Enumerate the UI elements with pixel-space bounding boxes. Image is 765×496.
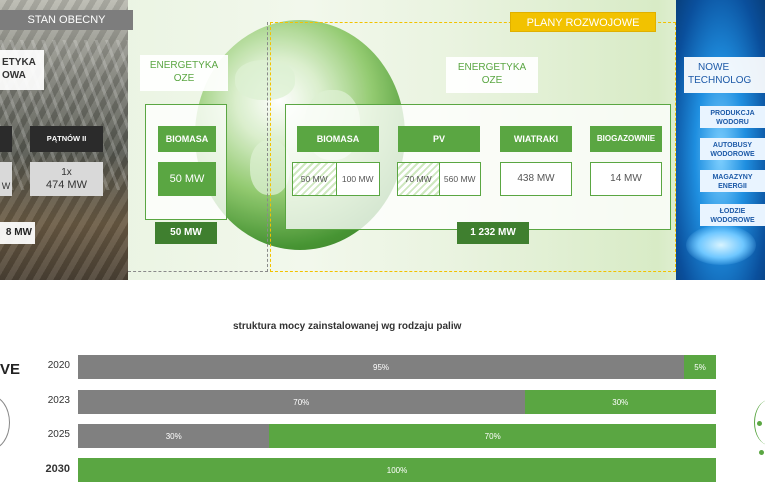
plan-biomasa-existing: 50 MW	[293, 163, 337, 195]
globe-land	[235, 60, 295, 100]
bar-segment: 5%	[684, 355, 716, 379]
year-label: 2030	[45, 463, 70, 475]
bar-segment-label: 95%	[373, 362, 390, 372]
conventional-total: 8 MW	[0, 222, 35, 244]
unit-value-patnow: 1x 474 MW	[30, 162, 103, 196]
left-edge-text: VE	[0, 361, 21, 378]
oze-plans-title-line1: ENERGETYKA	[457, 62, 527, 73]
plan-item-pv: PV	[398, 126, 480, 152]
oze-current-title: ENERGETYKA OZE	[140, 55, 228, 91]
unit-power: 474 MW	[46, 179, 87, 191]
new-tech-title: NOWE TECHNOLOG	[684, 57, 765, 93]
year-label: 2023	[47, 395, 70, 406]
development-plans-frame	[270, 22, 676, 272]
oze-current-title-line1: ENERGETYKA	[149, 60, 219, 71]
bar-segment-label: 100%	[386, 465, 408, 475]
oze-plans-title-line2: OZE	[481, 75, 503, 86]
right-ring-decoration	[754, 400, 765, 445]
stacked-bar: 95% 5%	[78, 355, 716, 379]
plan-biogazownie-value: 14 MW	[590, 162, 662, 196]
unit-value-1-power: W	[1, 181, 11, 191]
unit-header-1	[0, 126, 12, 152]
chart-title: struktura mocy zainstalowanej wg rodzaju…	[233, 321, 462, 332]
oze-plans-title: ENERGETYKA OZE	[446, 57, 538, 93]
new-tech-title-line2: TECHNOLOG	[688, 75, 752, 86]
plan-pv-new: 560 MW	[443, 174, 476, 184]
conventional-card-line1: ETYKA	[2, 57, 36, 68]
left-ring-decoration	[0, 395, 10, 450]
unit-value-1: W	[0, 162, 12, 196]
plan-pv-split: 70 MW 560 MW	[397, 162, 481, 196]
bar-segment-label: 70%	[293, 397, 310, 407]
stacked-bar: 30% 70%	[78, 424, 716, 448]
new-tech-title-line1: NOWE	[698, 62, 730, 73]
bar-segment: 95%	[78, 355, 685, 379]
oze-current-item: BIOMASA	[158, 126, 216, 152]
oze-current-title-line2: OZE	[173, 73, 195, 84]
oze-plans-total: 1 232 MW	[457, 222, 529, 244]
year-label: 2025	[47, 429, 70, 440]
oze-current-value: 50 MW	[158, 162, 216, 196]
bar-segment-label: 30%	[612, 397, 629, 407]
bar-segment: 30%	[78, 424, 270, 448]
new-tech-item: ŁODZIE WODOROWE	[700, 204, 765, 226]
plan-item-biogazownie: BIOGAZOWNIE	[590, 126, 662, 152]
development-plans-tag: PLANY ROZWOJOWE	[510, 12, 656, 32]
right-dot-decoration	[757, 421, 762, 426]
plan-wiatraki-value: 438 MW	[500, 162, 572, 196]
bar-segment-label: 70%	[484, 431, 501, 441]
new-tech-item: PRODUKCJA WODORU	[700, 106, 765, 128]
bar-segment-label: 5%	[694, 362, 706, 372]
unit-count: 1x	[61, 167, 72, 178]
conventional-card: ETYKA OWA	[0, 50, 44, 90]
new-tech-item: AUTOBUSY WODOROWE	[700, 138, 765, 160]
plan-biomasa-new: 100 MW	[341, 174, 374, 184]
top-banner: STAN OBECNY PLANY ROZWOJOWE ETYKA OWA PĄ…	[0, 0, 765, 280]
new-tech-item: MAGAZYNY ENERGII	[700, 170, 765, 192]
conventional-card-line2: OWA	[2, 70, 26, 81]
bar-segment: 100%	[78, 458, 716, 482]
bar-segment-label: 30%	[165, 431, 182, 441]
plan-biomasa-split: 50 MW 100 MW	[292, 162, 380, 196]
unit-header-patnow: PĄTNÓW II	[30, 126, 103, 152]
year-label: 2020	[47, 360, 70, 371]
bar-segment: 70%	[269, 424, 716, 448]
stacked-bar: 100%	[78, 458, 716, 482]
bar-segment: 70%	[78, 390, 525, 414]
current-state-frame	[128, 22, 268, 272]
photo-glow	[686, 225, 756, 265]
plan-pv-existing: 70 MW	[398, 163, 440, 195]
stacked-bar: 70% 30%	[78, 390, 716, 414]
oze-current-total: 50 MW	[155, 222, 217, 244]
bar-segment: 30%	[524, 390, 716, 414]
plan-item-biomasa: BIOMASA	[297, 126, 379, 152]
current-state-tag: STAN OBECNY	[0, 10, 133, 30]
plan-item-wiatraki: WIATRAKI	[500, 126, 572, 152]
right-dot-decoration	[759, 450, 764, 455]
